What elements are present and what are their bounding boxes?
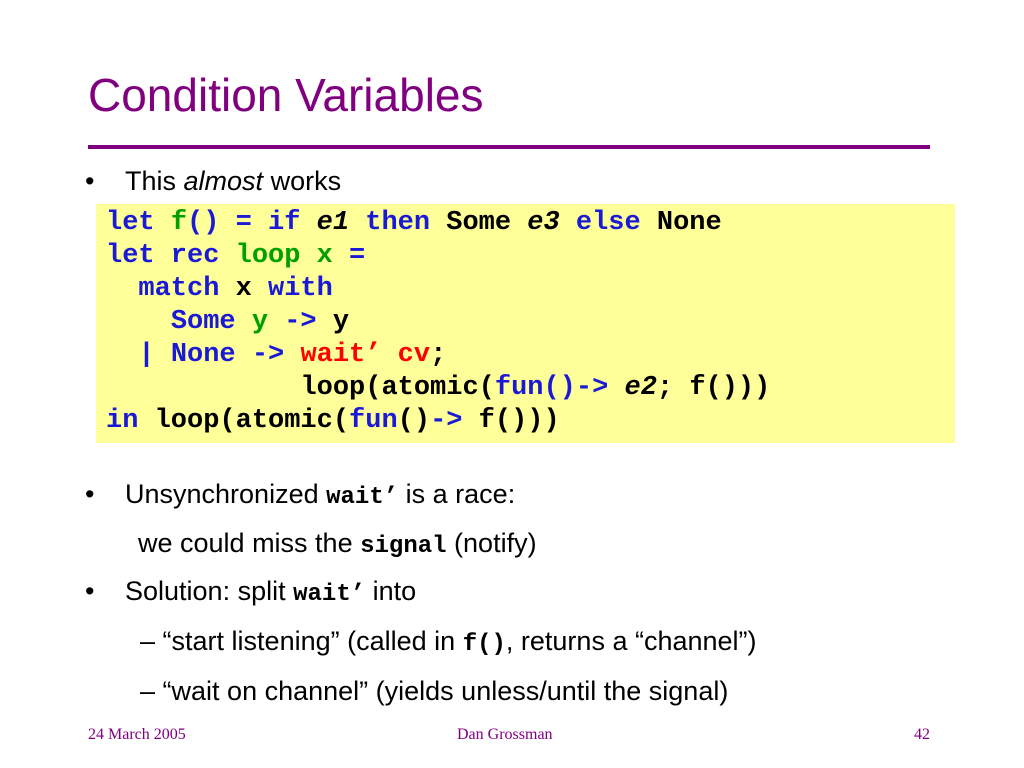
code-call: loop(atomic( (154, 406, 350, 436)
code-keyword: with (268, 274, 333, 304)
code-identifier: x (235, 274, 252, 304)
code-keyword: match (138, 274, 220, 304)
code-keyword: -> (430, 406, 463, 436)
bullet-code: wait’ (293, 581, 366, 608)
code-expr: e3 (527, 208, 560, 238)
code-identifier: y (332, 307, 350, 337)
code-keyword: -> (284, 307, 317, 337)
code-keyword: Some (170, 307, 236, 337)
bullet-marker: • (85, 576, 95, 606)
code-expr: e1 (316, 208, 350, 238)
bullet-unsynchronized: • Unsynchronized wait’ is a race: (85, 479, 515, 511)
code-wait-call: wait’ (300, 340, 382, 370)
sub-bullet-dash: – (140, 626, 156, 656)
code-line-7: in loop(atomic(fun()-> f())) (106, 405, 560, 438)
bullet-text: into (372, 576, 417, 606)
code-keyword: let (106, 208, 155, 238)
sub-bullet-text: , returns a “channel”) (505, 626, 757, 656)
code-keyword: else (575, 208, 641, 238)
code-identifier: x (316, 241, 333, 271)
bullet-marker: • (85, 166, 95, 196)
code-keyword: = if (235, 208, 301, 238)
bullet-text: works (270, 166, 342, 196)
bullet-text: we could miss the (138, 528, 353, 558)
code-keyword: -> (251, 340, 285, 370)
code-call: f())) (689, 373, 771, 403)
code-constructor: Some (446, 208, 512, 238)
code-call: loop(atomic( (300, 373, 495, 403)
sub-bullet-text: “wait on channel” (yields unless/until t… (162, 676, 729, 706)
sub-bullet-start-listening: – “start listening” (called in f(), retu… (140, 626, 757, 658)
bullet-continuation: we could miss the signal (notify) (138, 528, 537, 560)
code-keyword: let rec (106, 241, 220, 271)
bullet-text: Solution: split (125, 576, 286, 606)
footer-author: Dan Grossman (457, 726, 553, 743)
bullet-solution: • Solution: split wait’ into (85, 576, 416, 608)
slide-title: Condition Variables (88, 69, 484, 121)
bullet-emphasis: almost (183, 166, 264, 196)
code-keyword: None (170, 340, 236, 370)
code-line-6: loop(atomic(fun()-> e2; f())) (106, 372, 770, 405)
bullet-text: Unsynchronized (125, 479, 319, 509)
bullet-text: is a race: (405, 479, 516, 509)
code-keyword: | (138, 340, 155, 370)
code-line-5: | None -> wait’ cv; (106, 339, 446, 372)
code-constructor: None (656, 208, 722, 238)
code-keyword: fun (349, 406, 398, 436)
code-semicolon: ; (656, 373, 674, 403)
bullet-text: (notify) (454, 528, 537, 558)
code-line-2: let rec loop x = (106, 240, 365, 273)
code-identifier: loop (235, 241, 301, 271)
footer-page-number: 42 (914, 726, 930, 743)
code-keyword: in (106, 406, 139, 436)
code-keyword: = (349, 241, 366, 271)
sub-bullet-code: f() (462, 631, 506, 658)
code-semicolon: ; (430, 340, 447, 370)
code-paren: () (397, 406, 431, 436)
code-keyword: ()-> (543, 373, 609, 403)
bullet-code: signal (360, 533, 447, 560)
bullet-marker: • (85, 479, 95, 509)
code-block (96, 204, 955, 443)
code-call: f())) (478, 406, 560, 436)
code-keyword: then (365, 208, 431, 238)
code-line-4: Some y -> y (106, 306, 349, 339)
title-underline (88, 145, 930, 149)
code-keyword: () (187, 208, 220, 238)
bullet-almost-works: • This almost works (85, 166, 341, 197)
code-identifier: y (251, 307, 269, 337)
code-cv: cv (397, 340, 431, 370)
code-line-1: let f() = if e1 then Some e3 else None (106, 207, 722, 240)
code-line-3: match x with (106, 273, 333, 306)
sub-bullet-wait-on-channel: – “wait on channel” (yields unless/until… (140, 676, 728, 707)
bullet-text: This (125, 166, 177, 196)
footer-date: 24 March 2005 (88, 726, 186, 743)
code-expr: e2 (624, 373, 657, 403)
code-identifier: f (170, 208, 188, 238)
sub-bullet-dash: – (140, 676, 156, 706)
code-keyword: fun (494, 373, 544, 403)
bullet-code: wait’ (326, 484, 399, 511)
sub-bullet-text: “start listening” (called in (162, 626, 456, 656)
